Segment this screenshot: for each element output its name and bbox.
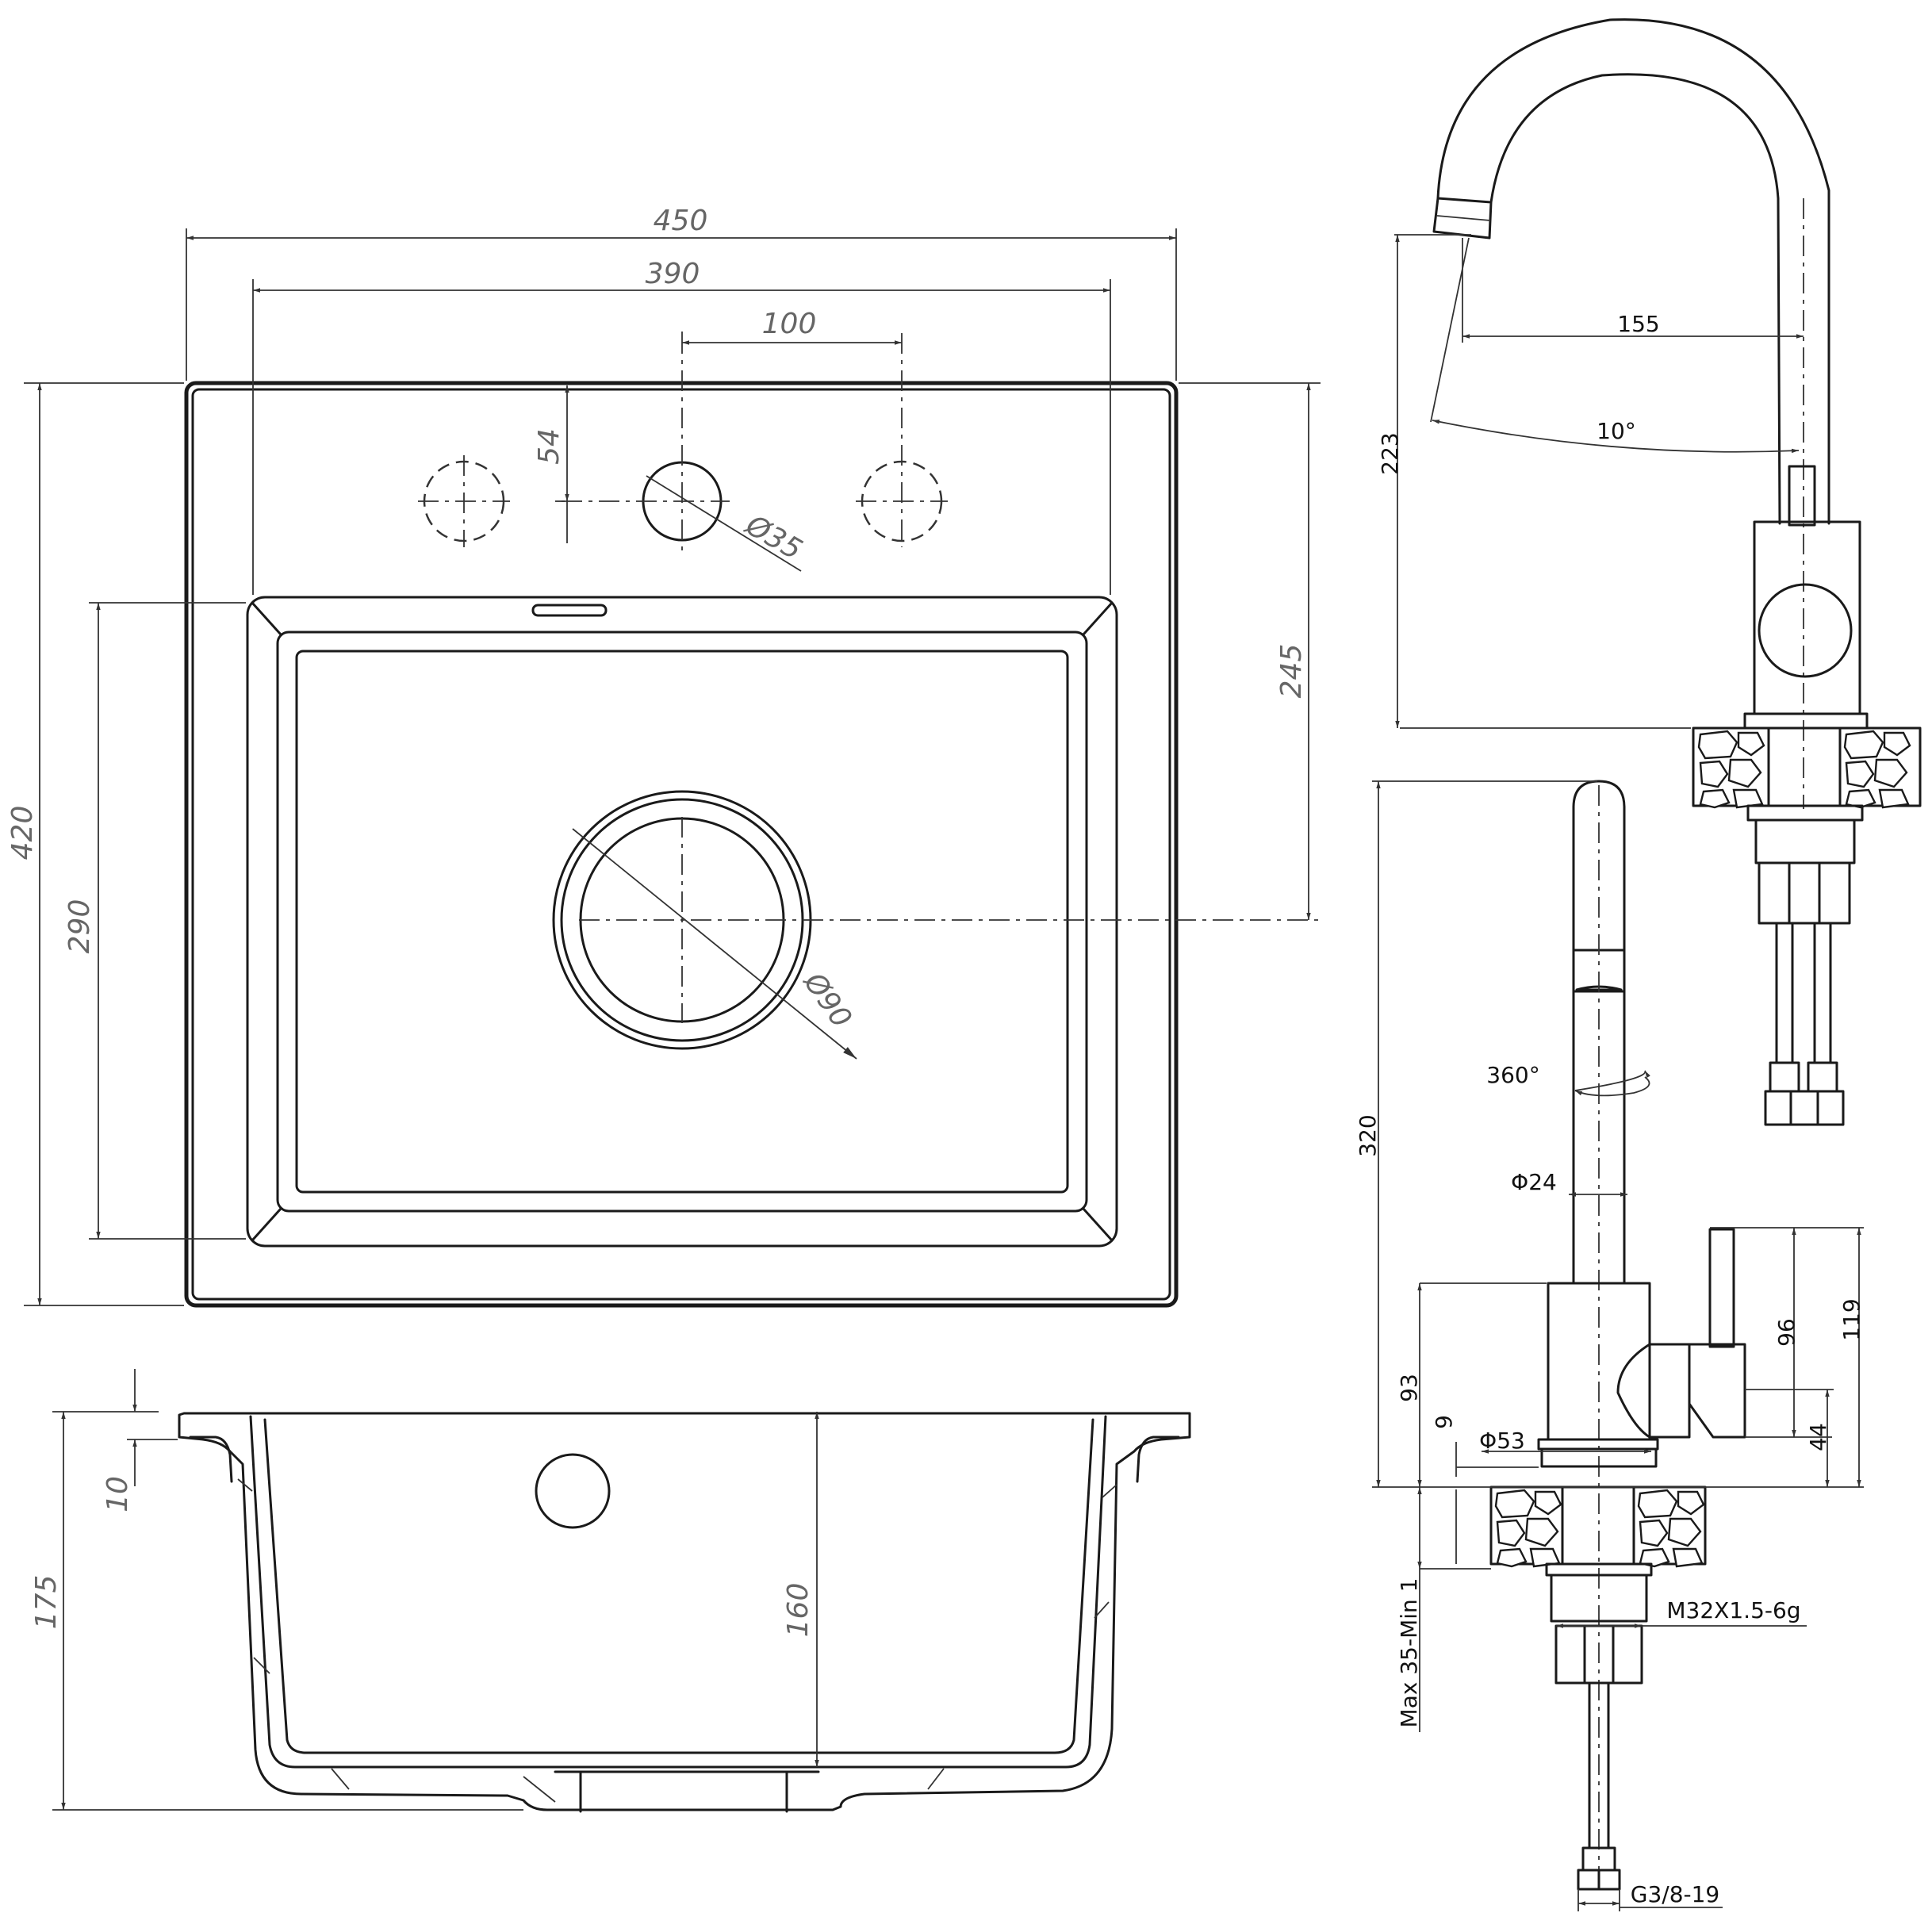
dim-drain-diameter: Ø90 [796,966,857,1034]
dim-lever-height-1: 96 [1773,1318,1800,1347]
sink-rim-inner [191,388,1171,1301]
dim-drain-offset: 245 [1275,644,1308,699]
sink-top-view: 450 390 100 54 Ø35 420 290 245 Ø90 [6,205,1321,1308]
dim-rim-thickness: 10 [102,1476,134,1512]
side-body [1692,465,1922,1126]
sink-top-dimensions [24,228,1321,1306]
dim-total-height-front: 320 [1355,1114,1381,1156]
dim-width-overall: 450 [654,205,708,237]
sink-outline [184,381,1179,1308]
aerator [1432,197,1493,240]
overflow-slot [531,604,608,617]
dim-thread-spec: M32X1.5-6g [1666,1597,1800,1623]
sink-section-view: 10 175 160 [30,1369,1191,1813]
dim-width-holes: 390 [646,258,700,290]
dim-body-height: 93 [1396,1374,1422,1402]
dim-hose-connection: G3/8-19 [1631,1881,1720,1907]
dim-pipe-diameter: Φ24 [1511,1169,1557,1195]
side-dimensions [1394,234,1804,729]
dim-mount-thickness: Max 35-Min 1 [1396,1578,1422,1728]
faucet-side-view: 155 10° 223 [1377,18,1922,1126]
overflow-hole [535,1453,611,1529]
front-spout-tube [1572,780,1626,1285]
dim-total-height: 175 [30,1575,63,1630]
bowl [246,596,1118,1248]
dim-spout-reach: 155 [1617,311,1659,337]
lever-knob [1758,583,1853,678]
dim-bowl-height: 160 [782,1583,815,1638]
spout-arc [1436,18,1830,525]
dim-spout-angle: 10° [1597,418,1636,444]
front-dimensions [1372,780,1864,1911]
section-outer-shell [178,1412,1191,1811]
faucet-front-view: 320 360° Φ24 93 9 Φ53 96 119 44 M32X1.5-… [1355,780,1865,1911]
section-dimensions [52,1369,819,1811]
dim-hole-spacing: 100 [762,308,817,340]
dim-hole-diameter: Ø35 [739,508,807,567]
dim-bowl-depth: 290 [63,899,96,954]
drain [552,790,1321,1060]
dim-base-diameter: Φ53 [1479,1428,1525,1454]
dim-depth-overall: 420 [6,806,39,861]
dim-hole-offset: 54 [533,428,565,465]
dim-spout-height: 223 [1377,432,1403,474]
dim-lever-height-2: 119 [1838,1298,1865,1340]
lever-handle [1708,1228,1735,1348]
dim-rotation: 360° [1486,1062,1539,1088]
front-body [1489,1228,1746,1891]
dim-lever-offset: 44 [1805,1423,1831,1451]
tap-holes [418,333,948,572]
dim-base-height: 9 [1431,1415,1457,1429]
